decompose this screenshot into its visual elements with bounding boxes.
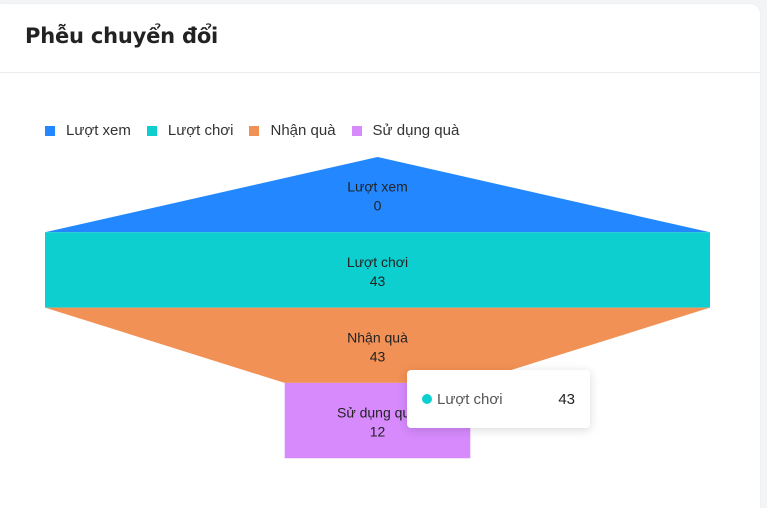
legend-label: Nhận quà [270, 122, 336, 139]
funnel-segment-value: 12 [370, 424, 386, 440]
tooltip-series-dot [422, 394, 432, 404]
legend-item-plays[interactable]: Lượt chơi [146, 122, 234, 139]
funnel-segment-value: 0 [374, 198, 382, 214]
funnel-segment[interactable] [45, 307, 710, 383]
funnel-segment-label: Nhận quà [347, 329, 408, 345]
card-title: Phễu chuyển đổi [25, 24, 219, 48]
tooltip-value: 43 [558, 390, 575, 408]
funnel-segment-label: Lượt chơi [347, 254, 408, 270]
funnel-segment[interactable] [45, 232, 710, 308]
funnel-segment-value: 43 [370, 273, 386, 289]
funnel-segment-label: Lượt xem [347, 179, 408, 195]
chart-legend: Lượt xem Lượt chơi Nhận quà Sử dụng quà [45, 122, 475, 139]
funnel-segment-value: 43 [370, 348, 386, 364]
funnel-segment[interactable] [45, 157, 710, 233]
legend-swatch [249, 125, 260, 136]
legend-swatch [45, 125, 55, 136]
chart-tooltip: Lượt chơi 43 [407, 370, 590, 428]
funnel-segment-label: Sử dụng quà [337, 405, 418, 421]
legend-label: Lượt chơi [167, 122, 234, 139]
tooltip-label: Lượt chơi [437, 390, 503, 408]
legend-swatch [351, 125, 362, 136]
card-header [0, 4, 760, 73]
legend-item-receive-gift[interactable]: Nhận quà [249, 122, 336, 139]
legend-swatch [146, 125, 157, 136]
legend-item-use-gift[interactable]: Sử dụng quà [351, 122, 460, 139]
legend-item-views[interactable]: Lượt xem [45, 122, 131, 139]
legend-label: Sử dụng quà [372, 122, 460, 139]
legend-label: Lượt xem [66, 122, 131, 139]
